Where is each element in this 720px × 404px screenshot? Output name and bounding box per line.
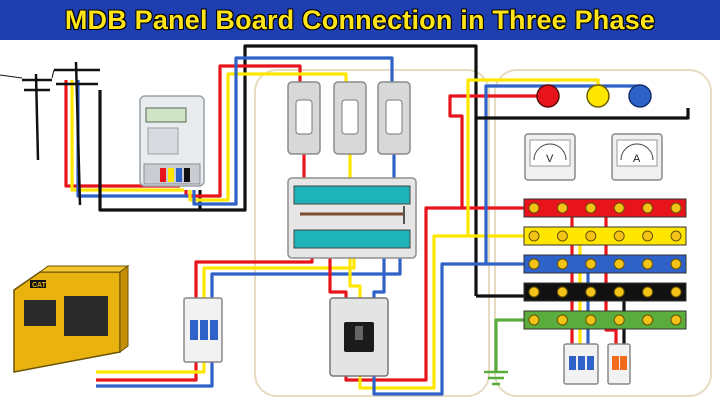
title-bar: MDB Panel Board Connection in Three Phas… xyxy=(0,0,720,40)
busbar-screw xyxy=(642,230,654,242)
voltmeter-label: V xyxy=(546,153,554,165)
busbar-screw xyxy=(642,258,654,270)
wire-pole-yellow xyxy=(70,80,184,192)
wire-co-yellow xyxy=(348,250,362,302)
busbar-screw xyxy=(585,258,597,270)
busbar-black xyxy=(523,282,687,302)
wire-genset-red xyxy=(96,362,198,382)
output-breakers xyxy=(563,343,631,385)
busbar-screw xyxy=(585,286,597,298)
busbar-screw xyxy=(613,230,625,242)
busbar-screw xyxy=(528,230,540,242)
busbar-screw xyxy=(670,202,682,214)
busbar-screw xyxy=(585,230,597,242)
voltmeter: V xyxy=(524,133,576,181)
generator-breaker xyxy=(183,297,223,363)
earth-symbol xyxy=(484,370,508,386)
busbar-screw xyxy=(670,258,682,270)
wire-mccb-red xyxy=(344,206,524,382)
wire-genset-yellow xyxy=(96,362,206,374)
energy-meter xyxy=(139,95,205,187)
fuse-holders xyxy=(287,81,411,155)
busbar-yellow xyxy=(523,226,687,246)
busbar-screw xyxy=(613,314,625,326)
lamp-blue xyxy=(628,84,652,108)
mdb-panel-enclosure xyxy=(254,69,490,397)
lamp-red xyxy=(536,84,560,108)
busbar-screw xyxy=(642,314,654,326)
busbar-screw xyxy=(585,314,597,326)
wire-pole-red xyxy=(64,80,180,188)
busbars xyxy=(523,198,687,330)
busbar-screw xyxy=(585,202,597,214)
busbar-screw xyxy=(670,314,682,326)
wire-black-top xyxy=(198,44,478,296)
meter-panel-enclosure xyxy=(494,69,712,397)
busbar-blue xyxy=(523,254,687,274)
busbar-green xyxy=(523,310,687,330)
wire-genset-blue xyxy=(96,362,214,388)
busbar-screw xyxy=(556,286,568,298)
wire-blue-top xyxy=(192,56,394,206)
busbar-screw xyxy=(670,230,682,242)
lamp-yellow xyxy=(586,84,610,108)
busbar-screw xyxy=(642,286,654,298)
busbar-screw xyxy=(528,314,540,326)
wire-mccb-blue xyxy=(372,262,524,396)
wire-pole-black xyxy=(98,90,200,212)
wire-gen-blue xyxy=(210,250,402,300)
busbar-screw xyxy=(613,286,625,298)
indicator-lamps xyxy=(536,84,652,108)
busbar-screw xyxy=(613,202,625,214)
busbar-screw xyxy=(613,258,625,270)
changeover-switch xyxy=(287,177,417,259)
wire-yellow-top xyxy=(188,72,348,202)
utility-poles xyxy=(0,61,100,206)
ammeter: A xyxy=(611,133,663,181)
wire-earth xyxy=(494,318,524,372)
wire-co-red xyxy=(328,250,348,302)
wire-gen-yellow xyxy=(202,250,356,300)
mccb-breaker xyxy=(329,297,389,377)
wire-lamp-black xyxy=(476,108,690,120)
busbar-screw xyxy=(556,258,568,270)
busbar-screw xyxy=(642,202,654,214)
wire-co-blue xyxy=(372,250,386,302)
busbar-screw xyxy=(670,286,682,298)
busbar-screw xyxy=(556,314,568,326)
diesel-generator: CAT xyxy=(13,265,130,373)
ammeter-label: A xyxy=(633,153,641,165)
busbar-screw xyxy=(556,230,568,242)
busbar-red xyxy=(523,198,687,218)
busbar-screw xyxy=(528,258,540,270)
page-title: MDB Panel Board Connection in Three Phas… xyxy=(64,5,656,35)
busbar-screw xyxy=(556,202,568,214)
busbar-screw xyxy=(528,202,540,214)
wire-lamp-red xyxy=(448,94,548,208)
wire-mccb-yellow xyxy=(358,234,524,390)
generator-brand: CAT xyxy=(32,282,47,289)
busbar-screw xyxy=(528,286,540,298)
